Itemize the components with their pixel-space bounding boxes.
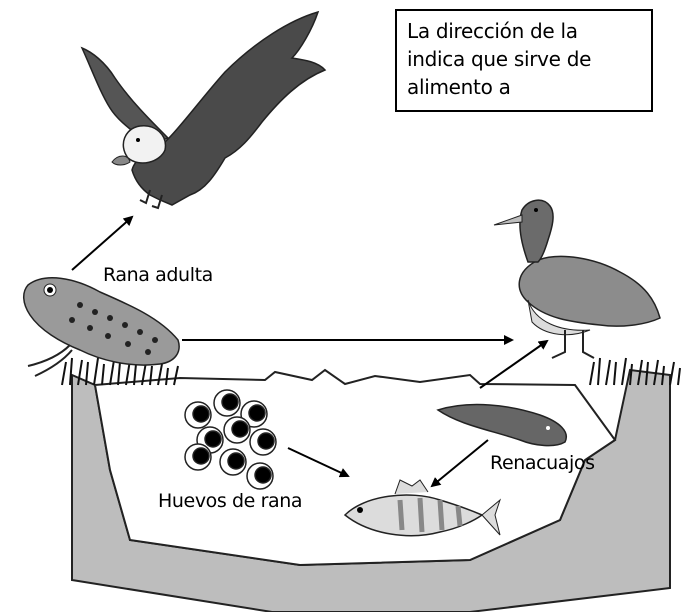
- label-frog-eggs: Huevos de rana: [158, 490, 302, 512]
- duck-illustration: [494, 200, 660, 358]
- arrow-tadpole-to-duck: [480, 341, 547, 388]
- legend-line-1: La dirección de la: [407, 17, 591, 45]
- frog-illustration: [24, 278, 179, 376]
- pond: [62, 358, 680, 612]
- legend-box: La dirección de la indica que sirve de a…: [395, 9, 653, 112]
- legend-line-3: alimento a: [407, 73, 591, 101]
- legend-line-2: indica que sirve de: [407, 45, 591, 73]
- arrow-frog-to-eagle: [72, 217, 132, 270]
- label-adult-frog: Rana adulta: [103, 264, 213, 286]
- label-tadpoles: Renacuajos: [490, 452, 595, 474]
- legend-text: La dirección de la indica que sirve de a…: [407, 17, 591, 101]
- eagle-illustration: [82, 12, 325, 208]
